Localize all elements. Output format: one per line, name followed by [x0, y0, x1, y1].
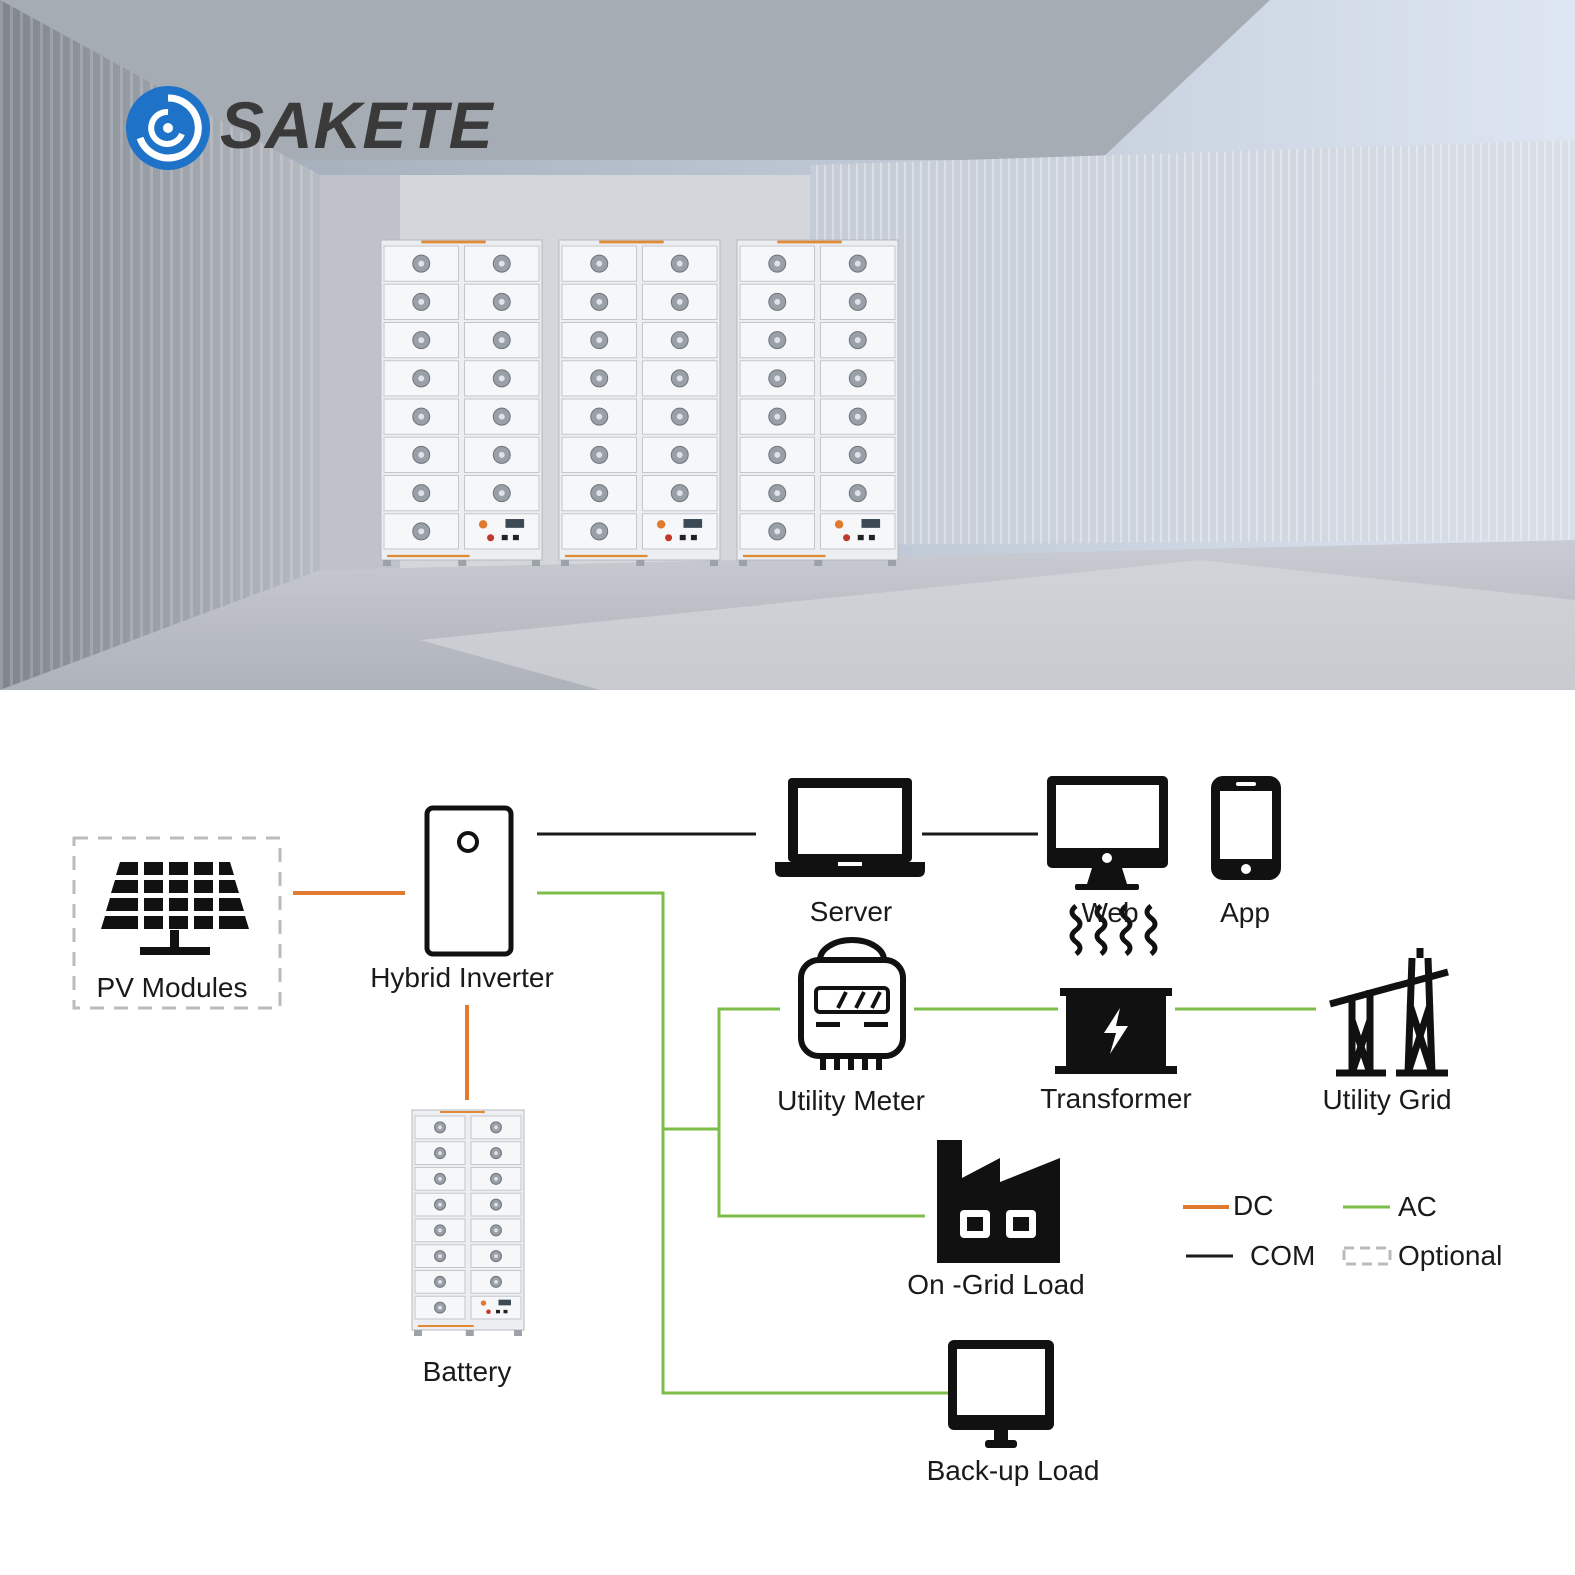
battery-module	[820, 513, 896, 550]
battery-module	[561, 245, 637, 282]
label-on-grid-load: On -Grid Load	[907, 1269, 1085, 1300]
hero-scene	[0, 0, 1575, 690]
battery-module	[820, 475, 896, 512]
battery-module	[642, 513, 718, 550]
label-backup-load: Back-up Load	[926, 1455, 1100, 1486]
label-utility-meter: Utility Meter	[777, 1085, 925, 1116]
legend	[1183, 1205, 1392, 1266]
battery-module	[464, 475, 540, 512]
label-battery: Battery	[422, 1356, 512, 1387]
transformer-icon	[1055, 904, 1177, 1074]
diagram-canvas	[72, 776, 1449, 1448]
monitor-icon	[1047, 776, 1168, 890]
legend-ac-label: AC	[1398, 1191, 1437, 1222]
battery-cabinet-small	[411, 1109, 525, 1336]
optional-frame	[72, 836, 282, 1010]
label-server: Server	[809, 896, 893, 927]
battery-module	[739, 475, 815, 512]
battery-module	[383, 398, 459, 435]
label-utility-grid: Utility Grid	[1322, 1084, 1452, 1115]
saketete-logo-icon	[126, 86, 210, 170]
meter-icon	[798, 937, 906, 1070]
legend-optional-swatch	[1342, 1246, 1392, 1266]
battery-module	[464, 513, 540, 550]
system-diagram: PV Modules Hybrid Inverter Battery Serve…	[0, 690, 1575, 1575]
battery-cabinet-icon	[411, 1109, 525, 1336]
phone-icon	[1211, 776, 1281, 880]
legend-dc-label: DC	[1233, 1190, 1274, 1221]
backup-monitor-icon	[948, 1340, 1054, 1448]
solar-panel-icon	[101, 860, 249, 955]
connections	[293, 832, 1316, 1395]
label-pv-modules: PV Modules	[96, 972, 248, 1003]
battery-module	[470, 1295, 522, 1320]
battery-cabinet-1	[380, 239, 543, 566]
brand-wordmark: SAKETE	[220, 88, 494, 162]
inverter-icon	[424, 805, 514, 957]
laptop-icon	[775, 778, 925, 877]
label-hybrid-inverter: Hybrid Inverter	[370, 962, 554, 993]
transmission-tower-icon	[1329, 948, 1449, 1077]
battery-cabinets	[380, 239, 899, 566]
hero-photo: SAKETE	[0, 0, 1575, 690]
meter-ongrid-branch	[717, 1007, 925, 1218]
legend-com-label: COM	[1250, 1240, 1316, 1271]
battery-cabinet-3	[736, 239, 899, 566]
label-app: App	[1220, 897, 1270, 928]
factory-icon	[937, 1140, 1060, 1263]
label-transformer: Transformer	[1040, 1083, 1192, 1114]
battery-module	[383, 360, 459, 397]
label-web: Web	[1081, 897, 1139, 928]
legend-optional-label: Optional	[1398, 1240, 1503, 1271]
inverter-ac-trunk	[537, 891, 948, 1395]
battery-cabinet-2	[558, 239, 721, 566]
